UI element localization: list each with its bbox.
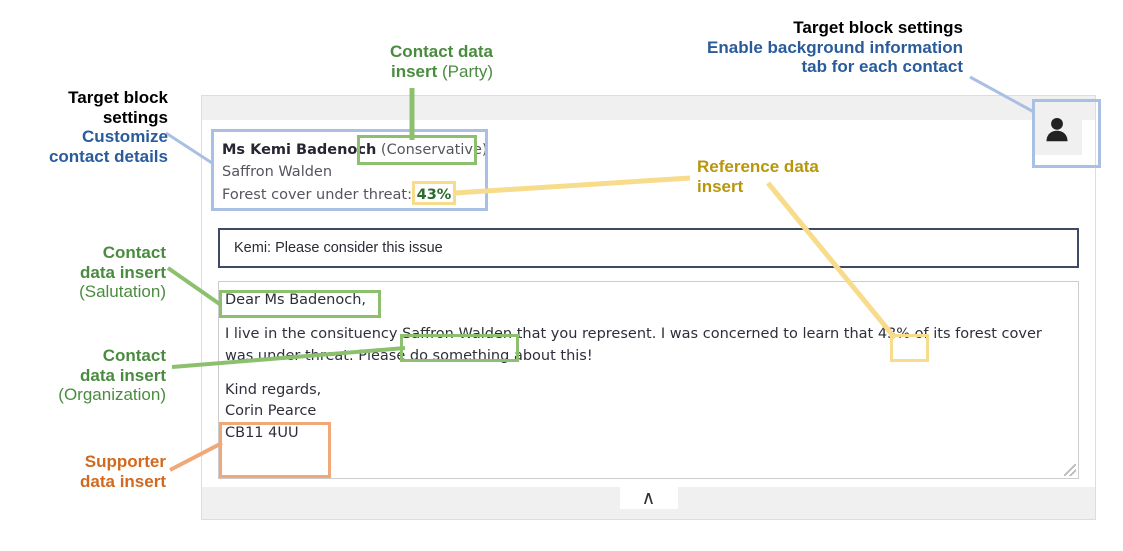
panel-footer-bar: ∧ <box>202 487 1095 519</box>
annotation-line: contact details <box>48 147 168 167</box>
letter-signer-postcode: CB11 4UU <box>225 425 299 442</box>
contact-reference-row: Forest cover under threat: 43% <box>222 184 490 206</box>
contact-details-block[interactable]: Ms Kemi Badenoch (Conservative) Saffron … <box>222 139 490 206</box>
email-composer-panel: Ms Kemi Badenoch (Conservative) Saffron … <box>201 95 1096 520</box>
annotation-line-2: insert (Party) <box>330 62 493 82</box>
letter-salutation: Dear Ms Badenoch, <box>225 292 367 309</box>
annotation-line: Reference data <box>697 157 819 176</box>
contact-reference-value: 43% <box>416 186 452 203</box>
annotation-line: Contact data <box>390 42 493 61</box>
annotation-line: data insert <box>80 471 166 491</box>
contact-name-row: Ms Kemi Badenoch (Conservative) <box>222 139 490 161</box>
annotation-target-block-background: Target block settings Enable background … <box>610 18 963 77</box>
annotation-line: Supporter <box>84 452 166 471</box>
letter-para-part2: that you represent. I was concerned to l… <box>512 326 878 343</box>
contact-reference-label: Forest cover under threat: <box>222 186 412 203</box>
panel-header-bar <box>202 96 1095 121</box>
annotation-sub: (Salutation) <box>79 282 166 302</box>
annotation-sub: (Party) <box>442 61 493 81</box>
letter-signer-name: Corin Pearce <box>225 403 317 420</box>
letter-para-organization: Saffron Walden <box>402 326 513 343</box>
annotation-line: insert <box>697 176 744 196</box>
annotation-line: Contact <box>102 243 166 262</box>
annotation-supporter-data-insert: Supporter data insert <box>0 452 166 491</box>
textarea-resize-handle[interactable] <box>1064 464 1076 477</box>
annotation-line: Enable background information <box>707 37 963 57</box>
letter-para-reference: 43% <box>877 326 911 343</box>
subject-value: Kemi: Please consider this issue <box>234 240 443 257</box>
annotation-sub: (Organization) <box>58 385 166 405</box>
letter-paragraph: I live in the consituency Saffron Walden… <box>225 324 1072 368</box>
annotation-line: Customize <box>82 127 168 147</box>
panel-body: Ms Kemi Badenoch (Conservative) Saffron … <box>202 139 1095 480</box>
contact-name: Ms Kemi Badenoch <box>222 142 377 158</box>
annotation-line: settings <box>102 107 168 127</box>
contact-avatar[interactable] <box>1032 102 1082 155</box>
annotation-reference-data-insert: Reference data insert <box>697 157 917 196</box>
annotation-contact-data-salutation: Contact data insert (Salutation) <box>0 243 166 302</box>
annotation-contact-data-organization: Contact data insert (Organization) <box>0 346 166 405</box>
annotation-target-block-customize: Target block settings Customize contact … <box>0 88 168 167</box>
annotation-contact-data-party: Contact data insert (Party) <box>330 42 493 81</box>
person-icon <box>1046 117 1068 141</box>
letter-body-textarea[interactable]: Dear Ms Badenoch, I live in the consitue… <box>218 281 1079 480</box>
annotation-line: Target block <box>68 88 168 107</box>
annotation-line: Contact <box>102 346 166 365</box>
annotation-line: tab for each contact <box>801 57 963 77</box>
letter-signoff: Kind regards, <box>225 381 322 398</box>
annotation-line: Target block settings <box>793 18 963 37</box>
chevron-up-icon[interactable]: ∧ <box>619 487 678 509</box>
contact-organization: Saffron Walden <box>222 164 333 181</box>
contact-party: (Conservative) <box>380 142 488 158</box>
annotation-bold: insert <box>390 61 438 81</box>
subject-input[interactable]: Kemi: Please consider this issue <box>218 228 1079 269</box>
letter-para-part1: I live in the consituency <box>225 326 403 343</box>
annotation-line: data insert <box>80 365 166 385</box>
annotation-line: data insert <box>80 262 166 282</box>
